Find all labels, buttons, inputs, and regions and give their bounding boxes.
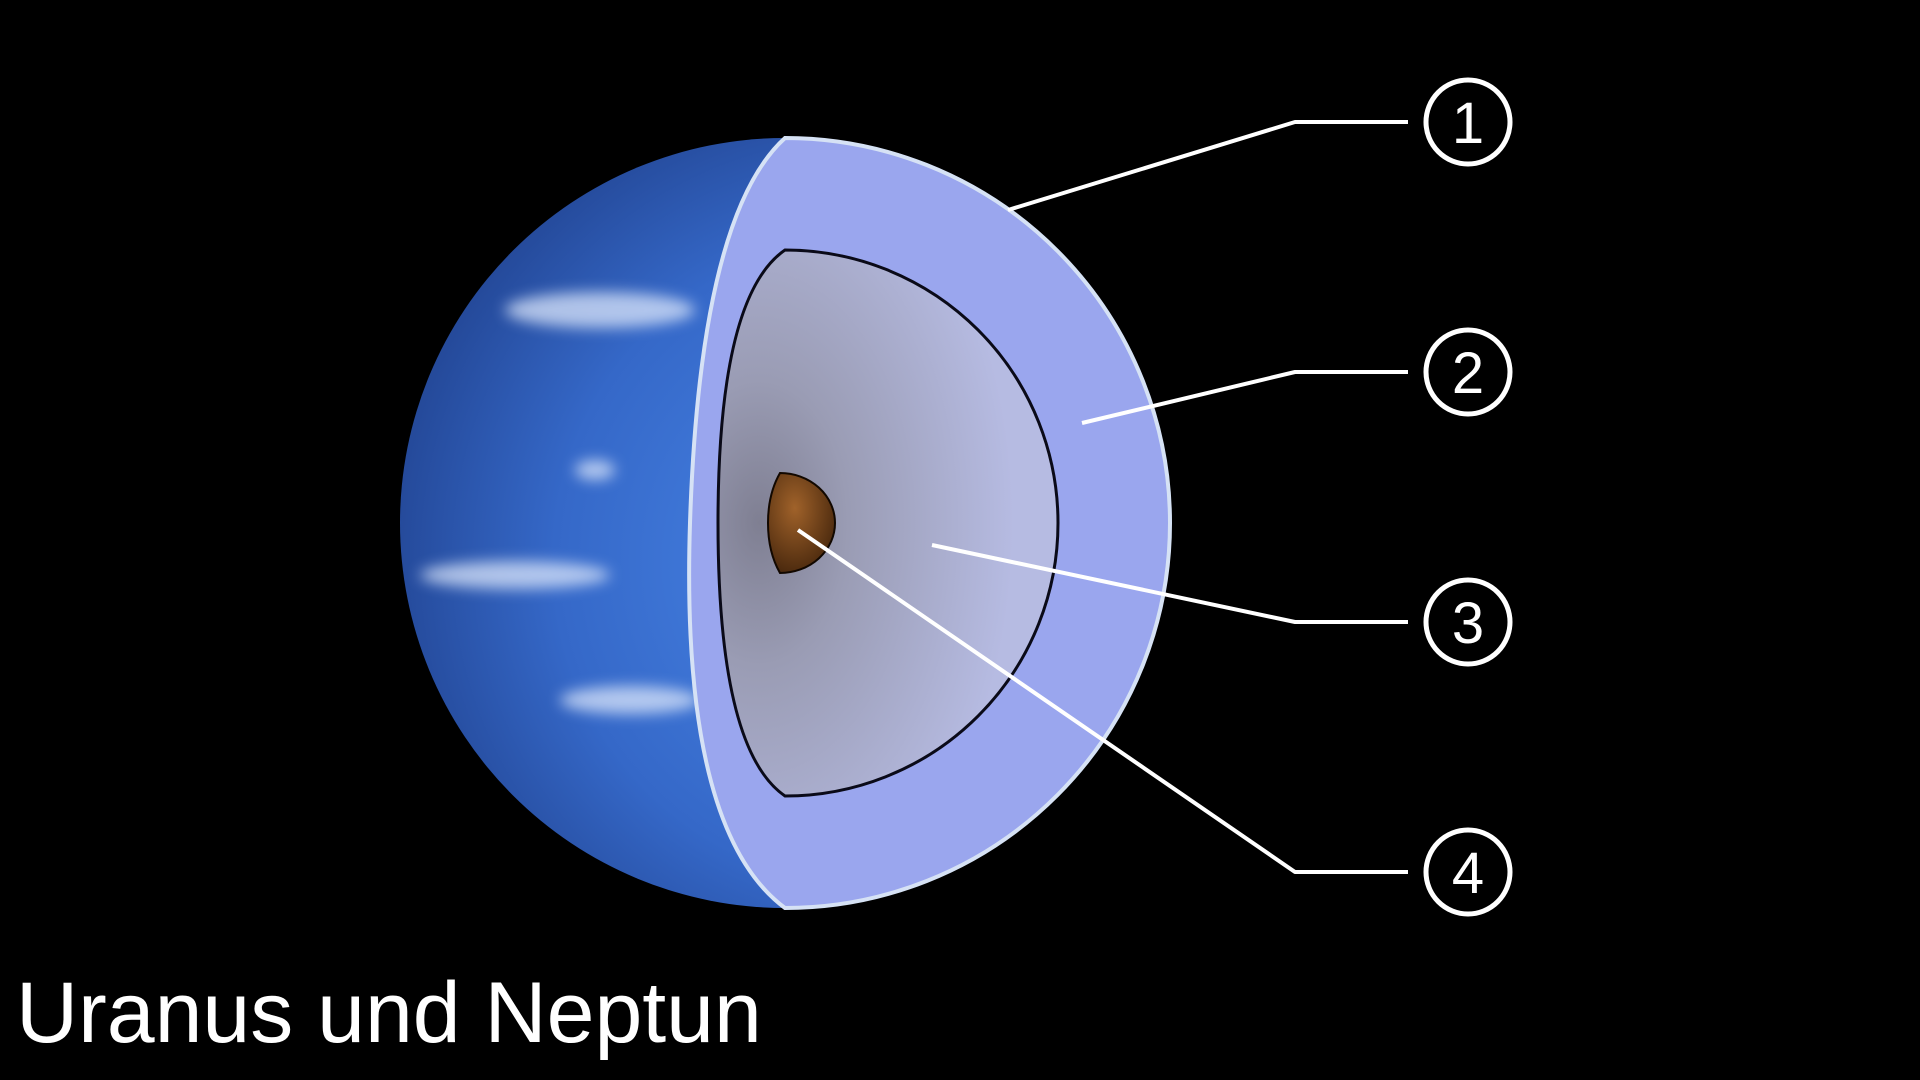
cloud-streak <box>575 460 615 480</box>
callout-number: 1 <box>1452 91 1484 156</box>
callout-number: 2 <box>1452 341 1484 406</box>
cloud-streak <box>505 292 695 328</box>
callout-marker-4: 4 <box>1423 827 1513 917</box>
core-section <box>766 471 836 575</box>
callout-circle <box>1423 827 1513 917</box>
callout-circle <box>1423 327 1513 417</box>
callout-line-3 <box>931 543 1408 624</box>
cloud-streaks <box>420 292 700 714</box>
callout-lines <box>796 120 1408 874</box>
callout-marker-1: 1 <box>1423 77 1513 167</box>
callout-line-4 <box>796 528 1408 874</box>
mantle-section <box>716 248 1060 798</box>
callout-line-1 <box>1007 120 1408 212</box>
cloud-streak <box>420 561 610 589</box>
callout-number: 3 <box>1452 591 1484 656</box>
callout-line-2 <box>1081 370 1408 425</box>
callout-marker-2: 2 <box>1423 327 1513 417</box>
callout-circle <box>1423 77 1513 167</box>
callout-marker-3: 3 <box>1423 577 1513 667</box>
callout-circle <box>1423 577 1513 667</box>
caption-title: Uranus und Neptun <box>16 965 762 1061</box>
cloud-streak <box>560 686 700 714</box>
callout-number: 4 <box>1452 841 1484 906</box>
